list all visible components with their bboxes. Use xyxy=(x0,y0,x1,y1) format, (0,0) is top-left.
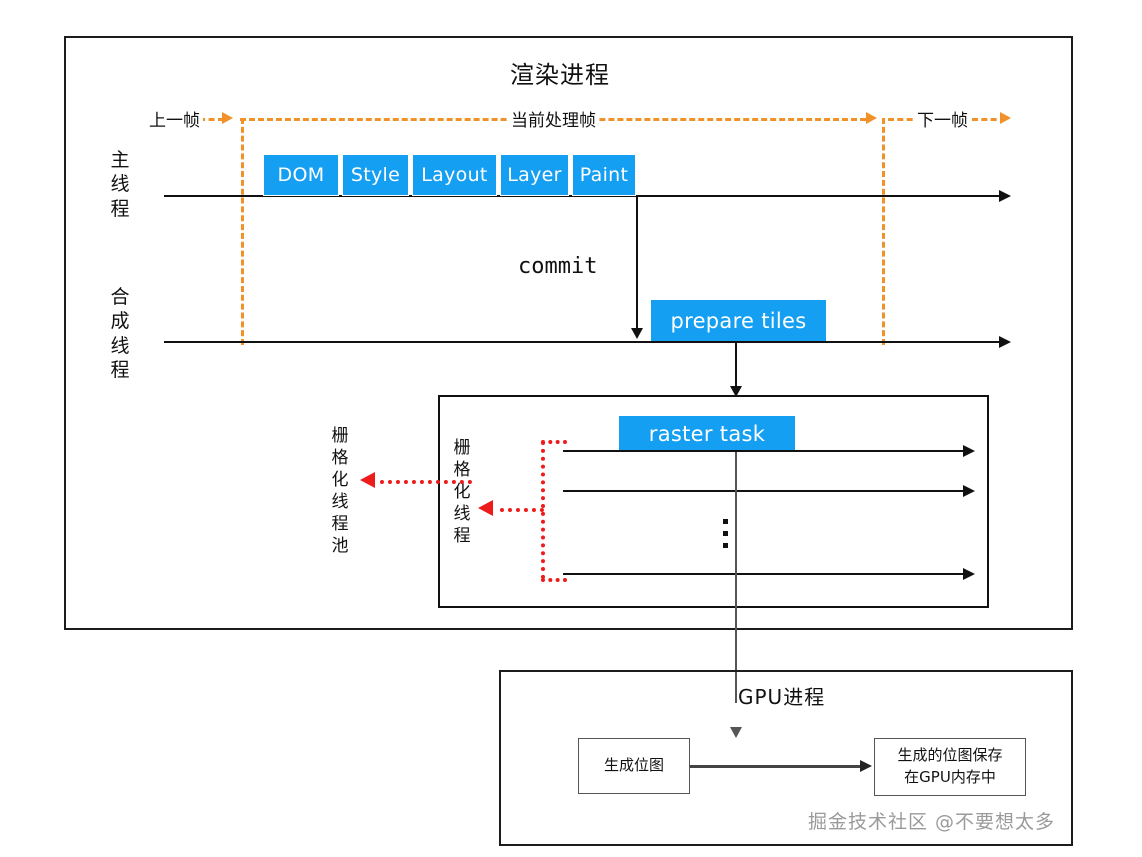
main-thread-axis-arrowhead xyxy=(999,190,1011,202)
raster-row-3-arrowhead xyxy=(963,568,975,580)
current-frame-arrowhead xyxy=(866,112,877,124)
raster-rows-ellipsis-icon xyxy=(723,519,728,548)
previous-frame-label: 上一帧 xyxy=(146,106,203,131)
thread-branch-dotted-line xyxy=(500,508,544,512)
gpu-memory-line-2: 在GPU内存中 xyxy=(904,768,996,786)
pool-to-thread-dotted-line xyxy=(380,480,472,484)
raster-rows-bracket-bottom xyxy=(541,578,567,582)
raster-task-box: raster task xyxy=(619,416,795,452)
main-thread-stage-layer: Layer xyxy=(500,154,569,196)
main-thread-stage-paint: Paint xyxy=(572,154,636,196)
generate-bitmap-box: 生成位图 xyxy=(578,738,690,794)
compositor-thread-label: 合 成 线 程 xyxy=(110,286,130,381)
next-frame-label: 下一帧 xyxy=(914,106,971,131)
thread-branch-arrowhead xyxy=(478,500,493,516)
raster-rows-bracket-top xyxy=(541,440,567,444)
gpu-process-title: GPU进程 xyxy=(738,685,826,709)
commit-label: commit xyxy=(518,254,598,279)
raster-thread-pool-box xyxy=(438,395,989,608)
bitmap-transfer-arrow-line xyxy=(690,765,863,768)
commit-arrow-line xyxy=(636,196,638,330)
compositor-thread-axis-arrowhead xyxy=(999,336,1011,348)
raster-dispatch-arrow-line xyxy=(735,342,737,389)
raster-row-1-arrowhead xyxy=(963,445,975,457)
main-thread-axis xyxy=(164,195,1002,197)
raster-row-3-line xyxy=(563,573,966,575)
previous-frame-arrowhead xyxy=(222,112,233,124)
main-thread-label: 主 线 程 xyxy=(110,149,130,220)
raster-thread-pool-label: 栅 格 化 线 程 池 xyxy=(331,426,349,557)
raster-dispatch-arrow-head xyxy=(730,386,742,397)
gpu-memory-box: 生成的位图保存 在GPU内存中 xyxy=(874,738,1026,796)
gpu-memory-line-1: 生成的位图保存 xyxy=(897,746,1003,765)
raster-row-1-line xyxy=(563,450,966,452)
raster-spine-line xyxy=(735,452,737,703)
raster-row-2-line xyxy=(563,490,966,492)
compositor-thread-axis xyxy=(164,341,1002,343)
frame-boundary-start xyxy=(241,118,244,345)
raster-row-2-arrowhead xyxy=(963,485,975,497)
main-thread-stage-style: Style xyxy=(342,154,409,196)
next-frame-arrowhead xyxy=(1000,112,1011,124)
commit-arrow-head xyxy=(631,328,643,339)
main-thread-stage-dom: DOM xyxy=(263,154,339,196)
renderer-process-box xyxy=(64,36,1073,630)
gpu-process-box xyxy=(499,670,1073,846)
renderer-process-title: 渲染进程 xyxy=(510,61,610,89)
bitmap-transfer-arrowhead xyxy=(860,760,872,772)
current-frame-label: 当前处理帧 xyxy=(508,106,599,131)
pool-to-thread-arrowhead xyxy=(360,472,375,488)
frame-boundary-end xyxy=(882,118,885,345)
gpu-handoff-arrowhead xyxy=(730,727,742,738)
watermark-text: 掘金技术社区 @不要想太多 xyxy=(808,811,1056,833)
raster-thread-label: 栅 格 化 线 程 xyxy=(453,438,471,547)
main-thread-stage-layout: Layout xyxy=(412,154,497,196)
prepare-tiles-box: prepare tiles xyxy=(651,300,826,341)
